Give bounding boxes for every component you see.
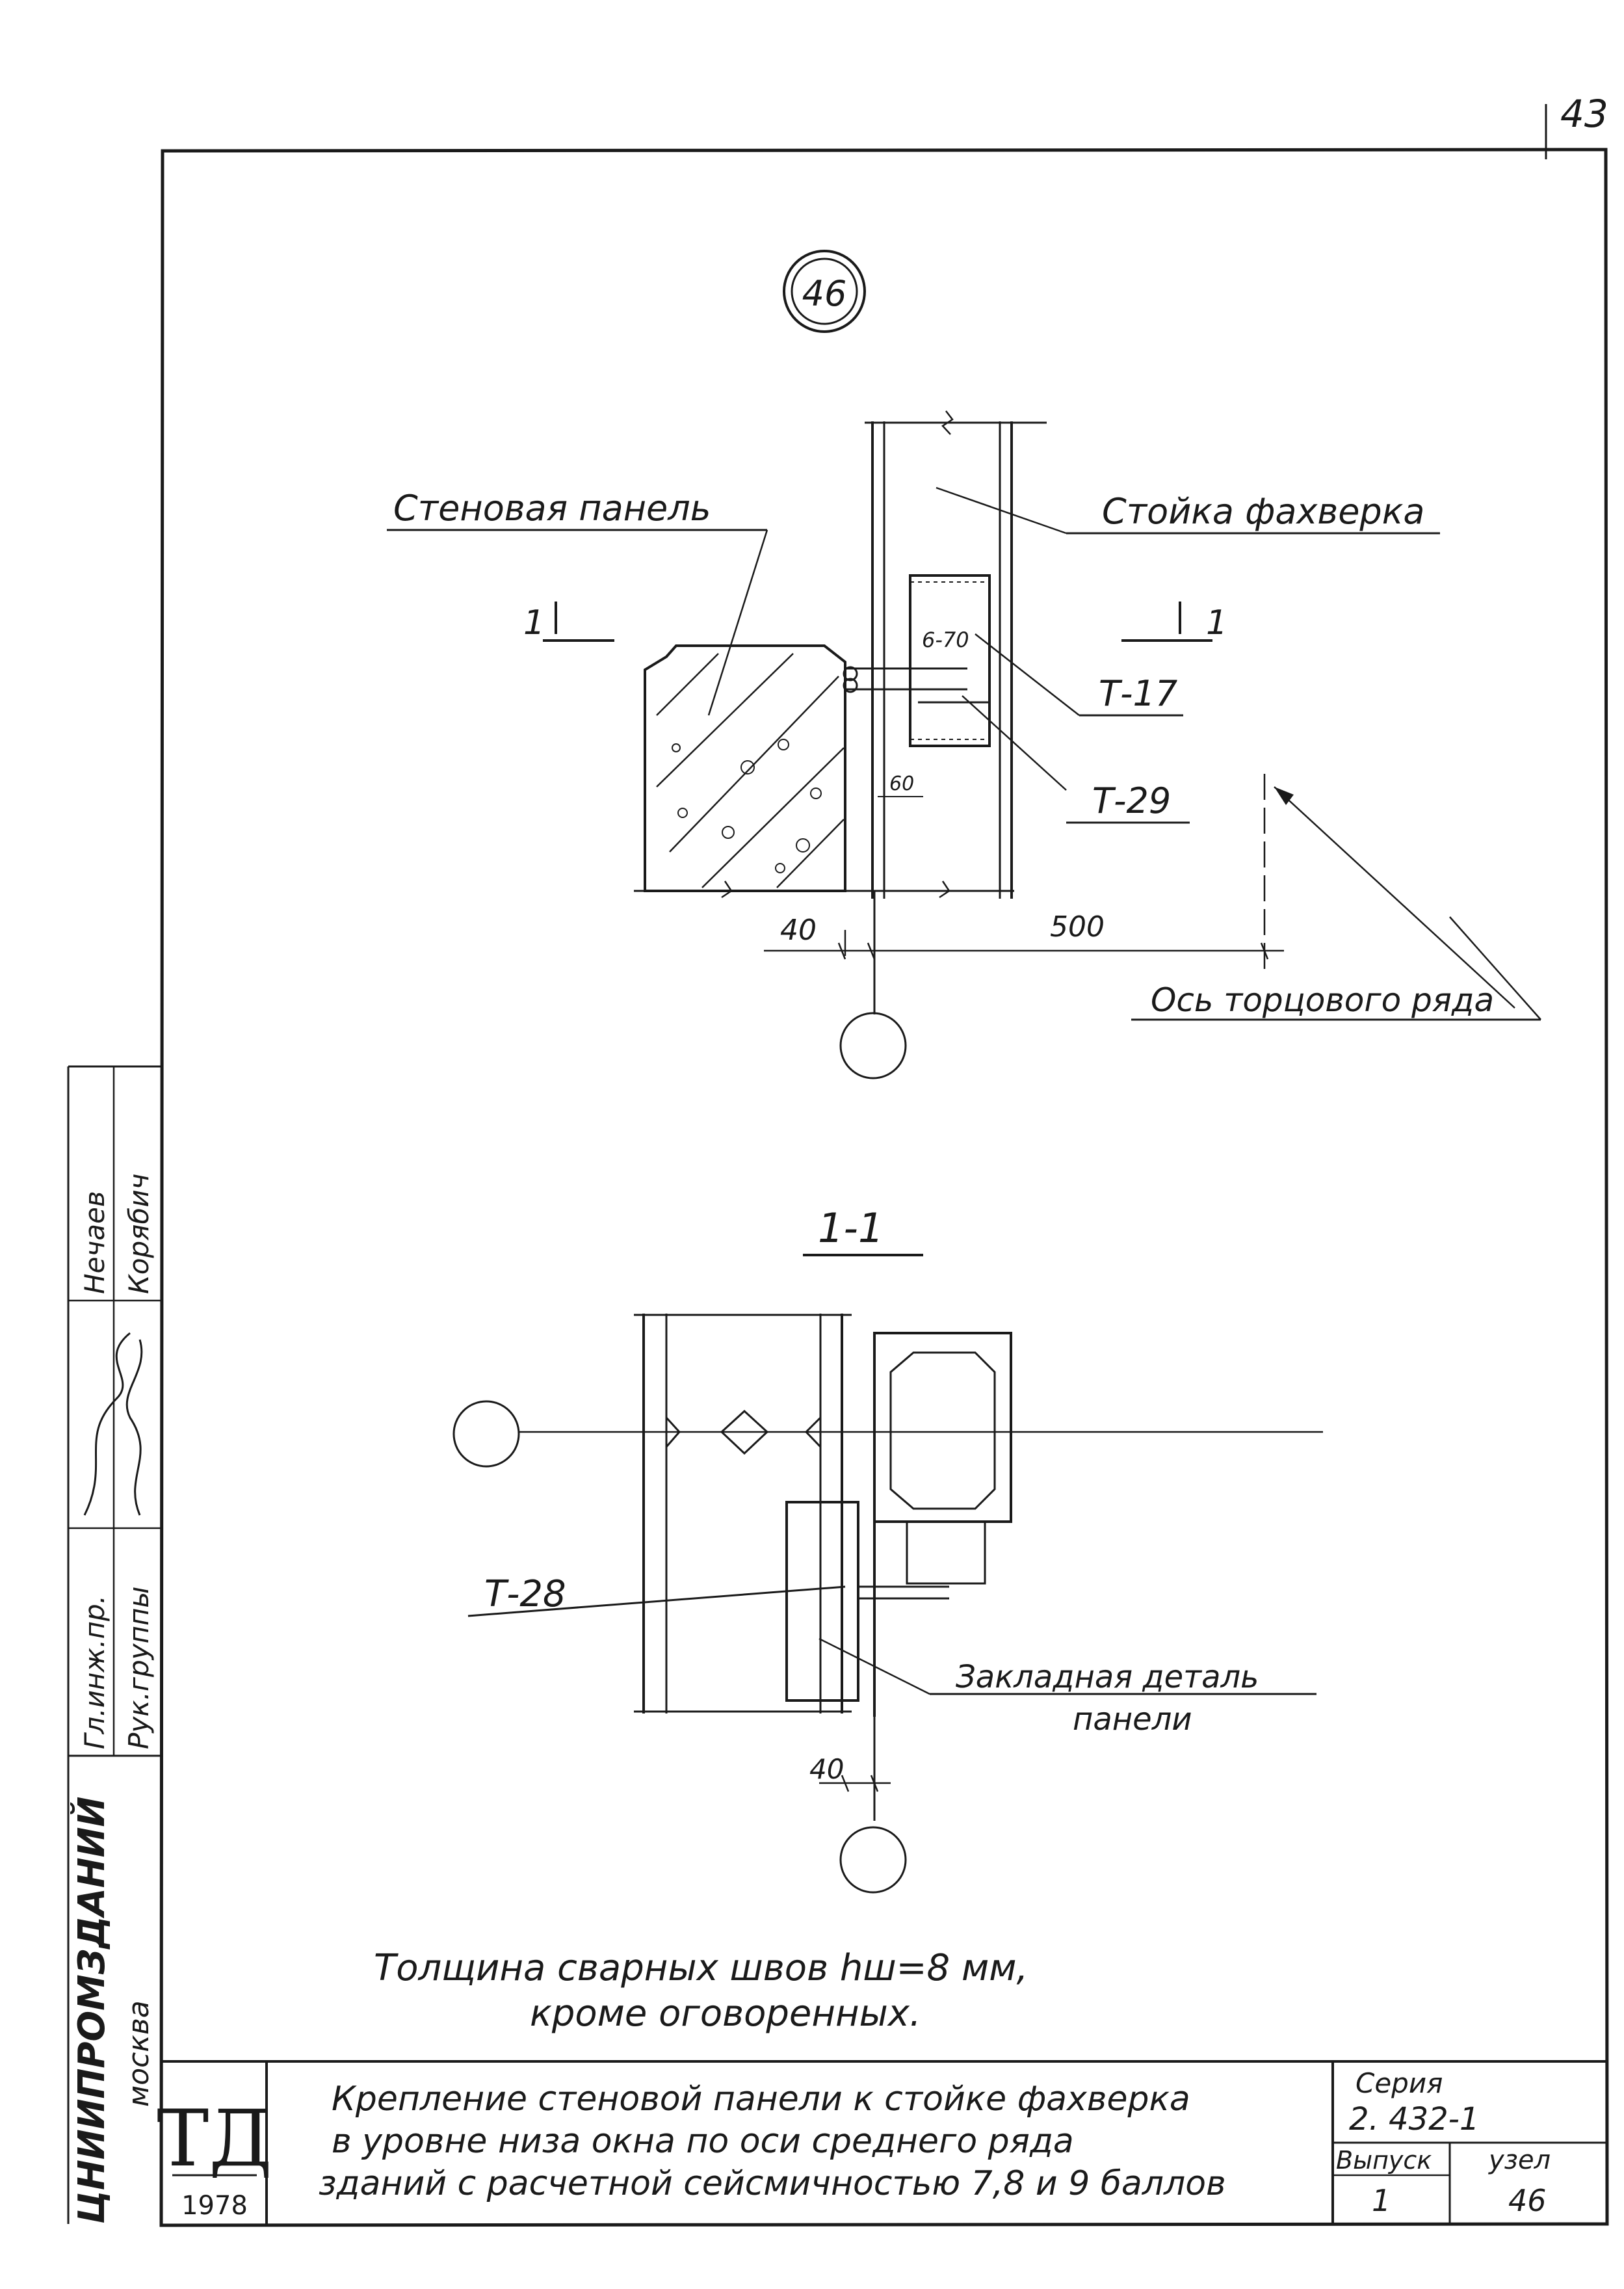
dim-500: 500: [1050, 910, 1105, 944]
signature-2: [125, 1339, 143, 1516]
leader-t28: [467, 1585, 846, 1617]
label-post: Стойка фахверка: [1102, 491, 1424, 532]
label-embedded-1: Закладная деталь: [956, 1659, 1259, 1695]
section-title: 1-1: [818, 1204, 884, 1252]
cut-mark-left: 1: [523, 603, 545, 642]
tag-t29: Т-29: [1092, 780, 1171, 821]
break-mark-post: [939, 880, 950, 899]
view-46: 46: [387, 250, 1541, 1079]
rod-end-2: [843, 678, 858, 693]
note-line-1: Толщина сварных швов hш=8 мм,: [374, 1947, 1028, 1989]
dim-tick-3: [1260, 942, 1269, 960]
leader-wall-panel: [707, 529, 768, 716]
dim-tick-1: [837, 942, 846, 960]
series-label: Серия: [1356, 2067, 1443, 2099]
axis-marker-circle: [839, 1012, 907, 1079]
label-embedded-2: панели: [1073, 1701, 1192, 1738]
stamp-name-1: Нечаев: [79, 1191, 111, 1294]
leader-axis: [1274, 786, 1515, 1009]
section-1-1: 1-1 Т-28 Закладная деталь панели: [452, 1204, 1323, 1894]
break-mark-panel: [721, 880, 733, 899]
title-line-3: зданий с расчетной сейсмичностью 7,8 и 9…: [319, 2164, 1226, 2203]
node-value: 46: [1508, 2183, 1547, 2218]
wall-panel: [644, 644, 846, 892]
issue-value: 1: [1372, 2183, 1391, 2218]
panel-hatch: [656, 653, 845, 888]
leader-post: [936, 486, 1067, 535]
tag-t28: Т-28: [484, 1573, 566, 1615]
leader-t17: [975, 633, 1080, 716]
title-line-1: Крепление стеновой панели к стойке фахве…: [332, 2080, 1190, 2119]
label-wall-panel: Стеновая панель: [393, 488, 711, 529]
note-line-2: кроме оговоренных.: [530, 1992, 921, 2035]
td-logo: ТД: [157, 2094, 272, 2184]
leader-t29: [962, 695, 1067, 791]
concrete-pores: [672, 739, 822, 873]
dim-tick-2: [867, 942, 876, 960]
section-axis-circle-left: [452, 1400, 520, 1468]
post-base: [906, 1520, 986, 1585]
dim-6-70: 6-70: [922, 628, 969, 652]
leader-axis-arrow: [1274, 787, 1294, 805]
embedded-plate-t17: [909, 574, 991, 747]
section-dim-40: 40: [809, 1753, 844, 1785]
drawing-frame: [159, 148, 1609, 2227]
title-block: ТД 1978 Крепление стеновой панели к стой…: [157, 2060, 1607, 2224]
cut-mark-right: 1: [1206, 603, 1227, 642]
title-line-2: в уровне низа окна по оси среднего ряда: [332, 2122, 1074, 2161]
dim-40: 40: [780, 914, 817, 947]
year: 1978: [181, 2191, 248, 2221]
break-mark-top: [941, 410, 954, 435]
stamp-name-2: Корябич: [123, 1174, 155, 1294]
node-number: 46: [802, 273, 847, 314]
side-stamp: Гл.инж.пр. Рук.группы Нечаев Корябич ЦНИ…: [67, 1065, 161, 2224]
panel-embedded: [785, 1501, 859, 1702]
section-axis-circle-bottom: [839, 1826, 907, 1894]
post-tube-inner: [889, 1351, 996, 1510]
side-org: ЦНИИПРОМЗДАНИЙ: [70, 1797, 113, 2224]
rod-end-1: [843, 666, 858, 681]
leader-axis-2: [1449, 916, 1541, 1020]
page-number: 43: [1560, 92, 1608, 136]
issue-label: Выпуск: [1336, 2146, 1432, 2175]
stamp-role-2: Рук.группы: [123, 1586, 155, 1749]
section-dim-tick-1: [841, 1775, 850, 1792]
section-dim-tick-2: [870, 1775, 879, 1792]
label-axis: Ось торцового ряда: [1151, 981, 1494, 1019]
node-label: узел: [1488, 2145, 1551, 2175]
signature-1: [83, 1332, 131, 1516]
dim-60: 60: [889, 773, 914, 795]
tag-t17: Т-17: [1099, 673, 1177, 714]
node-circle-inner: [791, 258, 858, 325]
node-circle-outer: [783, 250, 866, 333]
stamp-role-1: Гл.инж.пр.: [79, 1595, 111, 1749]
series-value: 2. 432-1: [1349, 2101, 1480, 2137]
side-city: москва: [122, 2000, 155, 2107]
leader-embedded: [819, 1637, 930, 1695]
